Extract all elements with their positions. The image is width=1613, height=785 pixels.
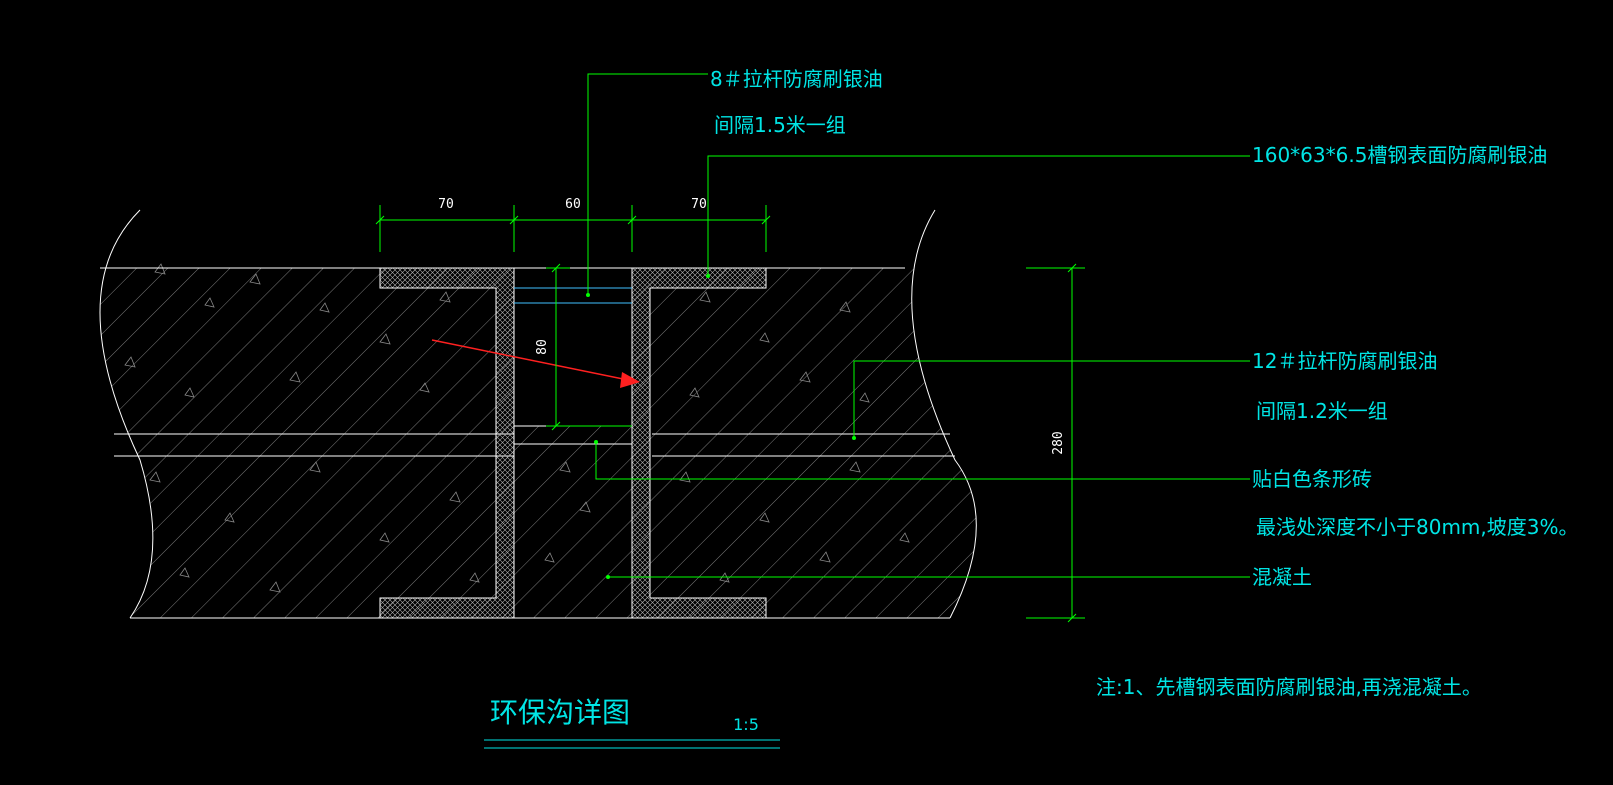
callout-tie-rod-12-line1: 12＃拉杆防腐刷银油 — [1252, 349, 1437, 373]
drawing-note: 注:1、先槽钢表面防腐刷银油,再浇混凝土。 — [1096, 675, 1482, 699]
dimension-lines — [375, 205, 1085, 623]
dimension-inner-height: 80 — [535, 339, 550, 355]
dimension-top-mid: 60 — [565, 197, 581, 212]
callout-tie-rod-12-line2: 间隔1.2米一组 — [1256, 399, 1388, 423]
tie-rod-8 — [514, 287, 632, 304]
drawing-title: 环保沟详图 — [490, 696, 630, 729]
channel-steel-left — [379, 267, 515, 619]
title-underline — [484, 739, 780, 749]
callout-tie-rod-8-line2: 间隔1.5米一组 — [714, 113, 846, 137]
callout-concrete: 混凝土 — [1252, 565, 1312, 589]
dimension-total-height: 280 — [1051, 431, 1066, 454]
red-arrow-icon — [431, 339, 640, 388]
channel-steel-right — [631, 267, 767, 619]
callout-tile-line1: 贴白色条形砖 — [1252, 467, 1372, 491]
leader-dots — [586, 274, 856, 579]
drawing-scale: 1:5 — [733, 715, 759, 734]
leader-lines — [587, 73, 1250, 578]
callout-channel-steel: 160*63*6.5槽钢表面防腐刷银油 — [1252, 143, 1547, 167]
callout-tile-line2: 最浅处深度不小于80mm,坡度3%。 — [1256, 515, 1579, 539]
concrete-slab — [99, 209, 977, 619]
dimension-top-left: 70 — [438, 197, 454, 212]
callout-tie-rod-8-line1: 8＃拉杆防腐刷银油 — [710, 67, 883, 91]
dimension-top-right: 70 — [691, 197, 707, 212]
